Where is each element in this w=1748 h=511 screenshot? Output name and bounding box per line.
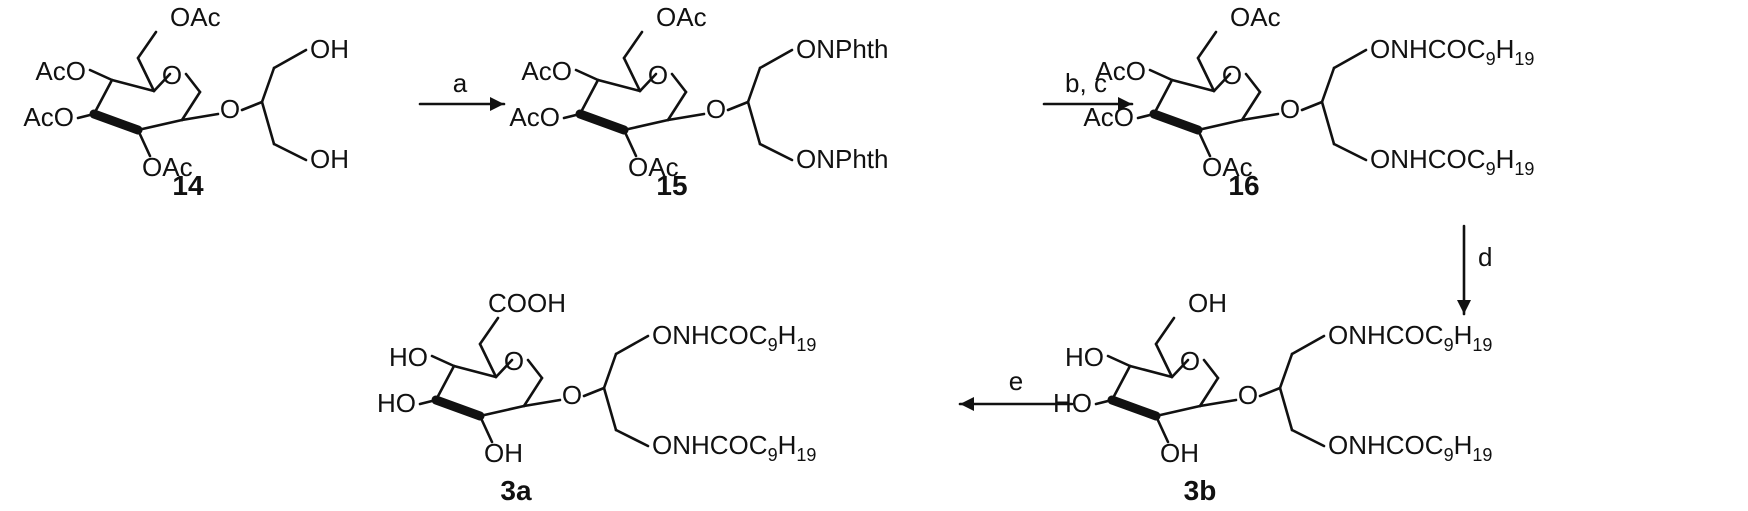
- bottom-chain: ONHCOC9H19: [1328, 430, 1492, 465]
- step-label-bc: b, c: [1065, 68, 1107, 98]
- c6-group: OH: [1188, 288, 1227, 318]
- top-chain: ONHCOC9H19: [652, 320, 816, 355]
- compound-label-3b: 3b: [1184, 475, 1217, 506]
- c2-group: OAc: [142, 152, 193, 182]
- arrowhead-icon: [490, 97, 504, 111]
- top-group: OH: [310, 34, 349, 64]
- c3-group: AcO: [509, 102, 560, 132]
- c4-group: AcO: [521, 56, 572, 86]
- top-chain: ONHCOC9H19: [1328, 320, 1492, 355]
- ring-oxygen: O: [648, 60, 668, 90]
- compound-label-15: 15: [656, 170, 687, 201]
- c6-group: OAc: [656, 2, 707, 32]
- c6-group: COOH: [488, 288, 566, 318]
- c3-group: AcO: [23, 102, 74, 132]
- ring-oxygen: O: [162, 60, 182, 90]
- c4-group: HO: [389, 342, 428, 372]
- c2-group: OAc: [628, 152, 679, 182]
- c2-group: OAc: [1202, 152, 1253, 182]
- step-label-a: a: [453, 68, 468, 98]
- bottom-group: OH: [310, 144, 349, 174]
- compound-15: OAc O AcO AcO OAc O ONPhth ONPhth: [509, 2, 888, 182]
- arrowhead-icon: [1457, 300, 1471, 314]
- step-label-e: e: [1009, 366, 1023, 396]
- arrow-step-e: e: [958, 366, 1074, 411]
- bottom-chain: ONHCOC9H19: [652, 430, 816, 465]
- compound-3b: OH O HO HO OH O ONHCOC9H19 ONHCOC9H19: [1053, 288, 1492, 468]
- c2-group: OH: [484, 438, 523, 468]
- compound-label-14: 14: [172, 170, 204, 201]
- arrow-step-bc: b, c: [1042, 68, 1134, 111]
- c2-group: OH: [1160, 438, 1199, 468]
- compound-label-16: 16: [1228, 170, 1259, 201]
- c4-group: AcO: [35, 56, 86, 86]
- c6-group: OAc: [1230, 2, 1281, 32]
- link-oxygen: O: [706, 94, 726, 124]
- compound-label-3a: 3a: [500, 475, 532, 506]
- c3-group: HO: [377, 388, 416, 418]
- compound-3a: COOH O HO HO OH O ONHCOC9H19 ONHCOC9H19: [377, 288, 816, 468]
- link-oxygen: O: [1238, 380, 1258, 410]
- c6-group: OAc: [170, 2, 221, 32]
- c4-group: HO: [1065, 342, 1104, 372]
- link-oxygen: O: [1280, 94, 1300, 124]
- top-group: ONPhth: [796, 34, 889, 64]
- ring-oxygen: O: [504, 346, 524, 376]
- ring-oxygen: O: [1222, 60, 1242, 90]
- c4-group: AcO: [1095, 56, 1146, 86]
- top-chain: ONHCOC9H19: [1370, 34, 1534, 69]
- link-oxygen: O: [220, 94, 240, 124]
- arrow-step-a: a: [418, 68, 506, 111]
- compound-14: OAc O AcO AcO OAc O OH OH: [23, 2, 349, 182]
- compound-16: OAc O AcO AcO OAc O ONHCOC9H19 ONHCOC9H1…: [1083, 2, 1534, 182]
- link-oxygen: O: [562, 380, 582, 410]
- arrow-step-d: d: [1457, 224, 1492, 316]
- arrowhead-icon: [960, 397, 974, 411]
- ring-oxygen: O: [1180, 346, 1200, 376]
- arrowhead-icon: [1118, 97, 1132, 111]
- step-label-d: d: [1478, 242, 1492, 272]
- bottom-group: ONPhth: [796, 144, 889, 174]
- bottom-chain: ONHCOC9H19: [1370, 144, 1534, 179]
